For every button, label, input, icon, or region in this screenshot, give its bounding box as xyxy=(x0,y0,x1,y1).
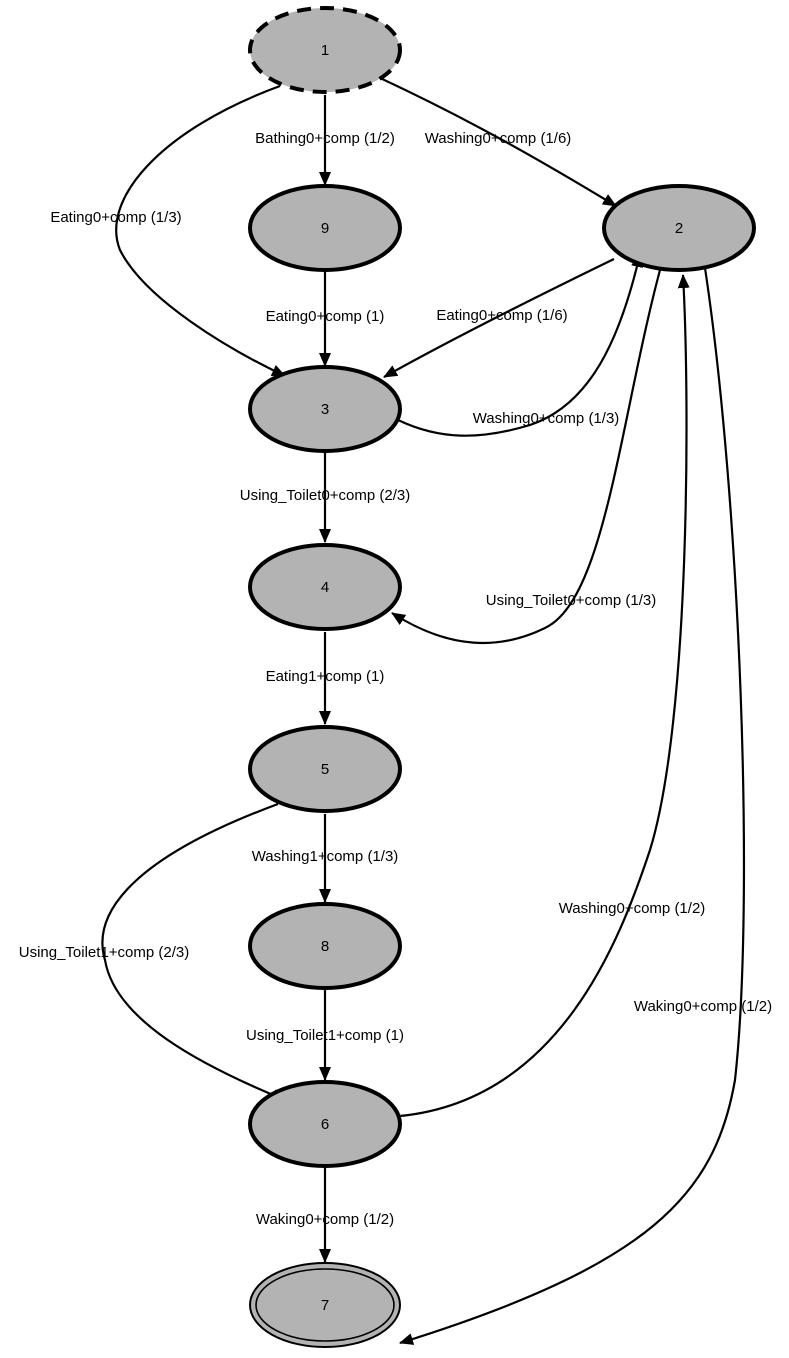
edge-label-1-3: Eating0+comp (1/3) xyxy=(50,209,181,226)
edge-label-2-3: Eating0+comp (1/6) xyxy=(436,307,567,324)
state-node-1[interactable]: 1 xyxy=(248,6,402,94)
edge-labels: Bathing0+comp (1/2) Washing0+comp (1/6) … xyxy=(19,130,772,1228)
edge-1-3 xyxy=(115,84,286,377)
edge-label-8-6: Using_Toilet1+comp (1) xyxy=(246,1027,404,1044)
edge-2-3 xyxy=(383,258,615,378)
edge-label-2-7: Waking0+comp (1/2) xyxy=(634,998,772,1015)
state-node-2[interactable]: 2 xyxy=(602,184,756,272)
state-node-6[interactable]: 6 xyxy=(248,1080,402,1168)
edge-3-2 xyxy=(397,253,643,437)
edge-1-2 xyxy=(379,77,617,207)
edge-6-2 xyxy=(399,274,690,1118)
state-node-8[interactable]: 8 xyxy=(248,902,402,990)
state-label-9: 9 xyxy=(321,220,329,237)
state-label-1: 1 xyxy=(321,42,329,59)
state-label-3: 3 xyxy=(321,401,329,418)
edge-label-2-4: Using_Toilet0+comp (1/3) xyxy=(486,592,657,609)
state-label-5: 5 xyxy=(321,761,329,778)
edge-label-1-2: Washing0+comp (1/6) xyxy=(425,130,572,147)
edge-label-9-3: Eating0+comp (1) xyxy=(266,308,385,325)
edge-label-1-9: Bathing0+comp (1/2) xyxy=(255,130,395,147)
state-node-4[interactable]: 4 xyxy=(248,543,402,631)
state-label-6: 6 xyxy=(321,1116,329,1133)
state-node-5[interactable]: 5 xyxy=(248,725,402,813)
nodes: 1 9 2 3 4 5 8 6 xyxy=(248,6,756,1348)
state-node-9[interactable]: 9 xyxy=(248,184,402,272)
edge-2-4 xyxy=(391,269,662,645)
state-label-2: 2 xyxy=(675,220,683,237)
edges xyxy=(101,77,746,1345)
state-node-7[interactable]: 7 xyxy=(249,1262,401,1348)
edge-label-5-8: Washing1+comp (1/3) xyxy=(252,848,399,865)
edge-2-7 xyxy=(399,267,746,1345)
edge-label-3-4: Using_Toilet0+comp (2/3) xyxy=(240,487,411,504)
edge-5-6 xyxy=(101,802,286,1102)
edge-label-6-7: Waking0+comp (1/2) xyxy=(256,1211,394,1228)
edge-label-4-5: Eating1+comp (1) xyxy=(266,668,385,685)
edge-label-5-6: Using_Toilet1+comp (2/3) xyxy=(19,944,190,961)
edge-label-6-2: Washing0+comp (1/2) xyxy=(559,900,706,917)
state-node-3[interactable]: 3 xyxy=(248,365,402,453)
edge-label-3-2: Washing0+comp (1/3) xyxy=(473,410,620,427)
state-label-4: 4 xyxy=(321,579,329,596)
state-label-8: 8 xyxy=(321,938,329,955)
state-label-7: 7 xyxy=(321,1297,329,1314)
